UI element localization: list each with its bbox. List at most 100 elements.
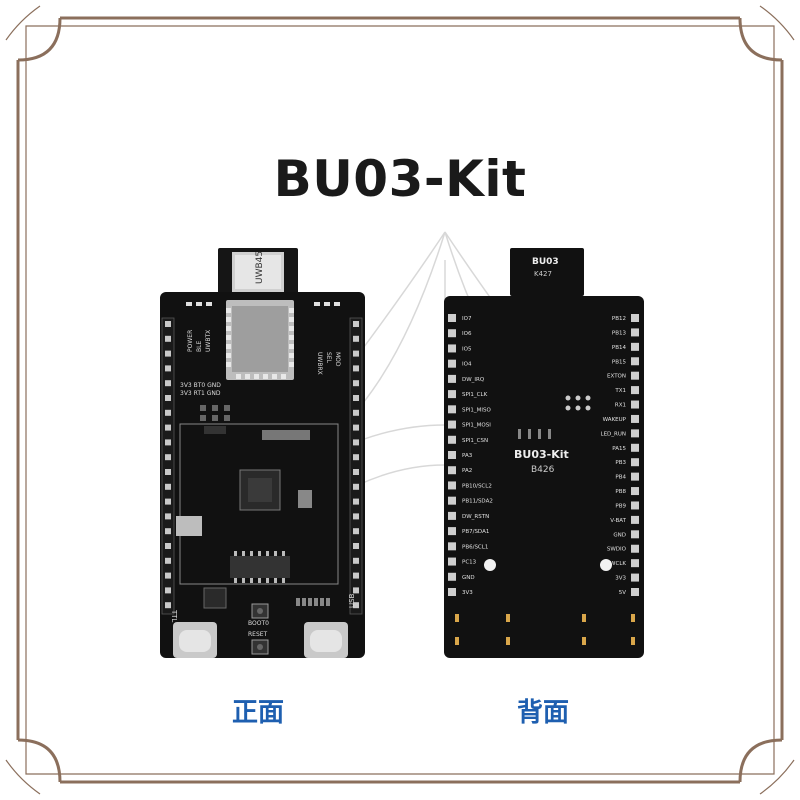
back-pin-pad (448, 344, 456, 353)
back-pin-label: PB8 (615, 489, 626, 495)
page-title: BU03-Kit (273, 150, 527, 208)
back-pin-label: IO4 (462, 362, 472, 368)
back-pin-pad (631, 472, 639, 481)
back-pin-pad (631, 458, 639, 467)
back-pin-label: PA15 (612, 446, 626, 452)
back-module-name: BU03 (532, 257, 559, 267)
back-pin-label: PB13 (612, 330, 627, 336)
back-pin-label: PB7/SDA1 (462, 529, 489, 535)
back-pin-pad (448, 542, 456, 551)
back-pin-label: PA2 (462, 468, 472, 474)
header-row-2: 3V3 RT1 GND (180, 390, 221, 397)
ttl-label: TTL (170, 609, 178, 622)
back-pin-pad (448, 420, 456, 429)
front-right-vertical-label-1: UWBRX (316, 352, 323, 375)
back-pin-label: IO7 (462, 316, 472, 322)
back-pin-pad (631, 573, 639, 582)
back-pin-label: SPI1_MISO (462, 407, 492, 413)
reset-label: RESET (248, 631, 268, 638)
back-pin-pad (448, 435, 456, 444)
back-pin-label: SPI1_CSN (462, 438, 488, 444)
back-pin-pad (631, 487, 639, 496)
back-pin-label: 3V3 (462, 590, 473, 596)
back-pin-pad (448, 451, 456, 459)
header-row-1: 3V3 BT0 GND (180, 382, 221, 389)
back-pin-label: IO5 (462, 346, 472, 352)
back-pin-label: PB11/SDA2 (462, 499, 493, 505)
back-pin-label: SWCLK (607, 561, 627, 567)
usb-label: USB (348, 593, 356, 608)
back-pin-label: LED_RUN (601, 431, 627, 437)
back-pin-label: PC13 (462, 560, 477, 566)
back-pin-label: GND (462, 575, 475, 581)
back-pin-pad (631, 544, 639, 553)
back-pin-pad (631, 501, 639, 510)
back-pin-label: PB4 (615, 475, 626, 481)
back-pin-pad (631, 386, 639, 395)
back-pin-pad (448, 496, 456, 505)
back-pin-label: PB14 (612, 345, 627, 351)
back-pin-pad (631, 414, 639, 423)
back-board-code: B426 (531, 465, 555, 475)
front-left-vertical-label-3: UWBTX (205, 330, 212, 352)
back-pin-pad (631, 559, 639, 568)
back-pin-label: GND (613, 532, 626, 538)
front-board: UWB45 POWER BLE UWBTX UWBRX SEL MOD 3V3 … (160, 248, 365, 658)
back-pin-pad (448, 359, 456, 368)
back-pin-pad (448, 511, 456, 520)
back-pin-label: EXTON (607, 374, 626, 380)
back-pin-pad (448, 390, 456, 399)
back-pin-pad (448, 527, 456, 536)
front-left-vertical-label-1: POWER (187, 330, 194, 352)
back-pin-label: PA3 (462, 453, 473, 459)
module-label: UWB45 (255, 251, 265, 284)
back-pin-pad (631, 357, 639, 366)
back-pin-label: PB15 (612, 359, 627, 365)
back-pin-pad (448, 572, 456, 581)
front-caption: 正面 (231, 698, 284, 728)
back-pin-label: IO6 (462, 331, 472, 337)
back-pin-pad (631, 530, 639, 539)
back-pin-pad (631, 588, 639, 596)
back-pin-pad (631, 371, 639, 380)
back-pin-label: PB12 (612, 316, 626, 322)
back-pin-label: WAKEUP (603, 417, 627, 423)
back-pin-label: PB6/SCL1 (462, 544, 488, 550)
back-pin-pad (448, 314, 456, 322)
back-pin-label: 5V (619, 590, 626, 596)
boot-label: BOOT0 (248, 620, 269, 627)
back-pin-pad (448, 466, 456, 475)
back-pin-pad (448, 481, 456, 490)
back-caption: 背面 (516, 698, 569, 728)
back-pin-pad (631, 429, 639, 438)
front-right-vertical-label-2: SEL (325, 352, 332, 364)
back-pin-label: SWDIO (607, 547, 627, 553)
back-pin-pad (631, 400, 639, 409)
back-pin-pad (631, 328, 639, 337)
back-pin-label: DW_RSTN (462, 514, 489, 520)
back-pin-label: SPI1_CLK (462, 392, 488, 398)
back-pin-label: V-BAT (610, 518, 626, 524)
back-pin-label: TX1 (614, 388, 626, 394)
back-pin-pad (448, 588, 456, 596)
back-pin-pad (631, 342, 639, 351)
front-left-vertical-label-2: BLE (196, 341, 203, 352)
back-board-name: BU03-Kit (514, 448, 569, 461)
back-pin-pad (448, 374, 456, 383)
back-pin-label: 3V3 (615, 576, 626, 582)
back-pin-label: PB10/SCL2 (462, 483, 492, 489)
back-pin-label: PB3 (615, 460, 626, 466)
back-pin-pad (448, 405, 456, 414)
back-pin-pad (631, 515, 639, 524)
back-pin-label: RX1 (615, 403, 626, 409)
back-pin-pad (631, 443, 639, 452)
solder-pads (455, 614, 635, 645)
back-pin-pad (448, 557, 456, 566)
back-module-code: K427 (534, 270, 552, 278)
front-right-vertical-label-3: MOD (334, 352, 341, 367)
back-pin-label: DW_IRQ (462, 377, 485, 383)
back-pin-pad (631, 314, 639, 322)
